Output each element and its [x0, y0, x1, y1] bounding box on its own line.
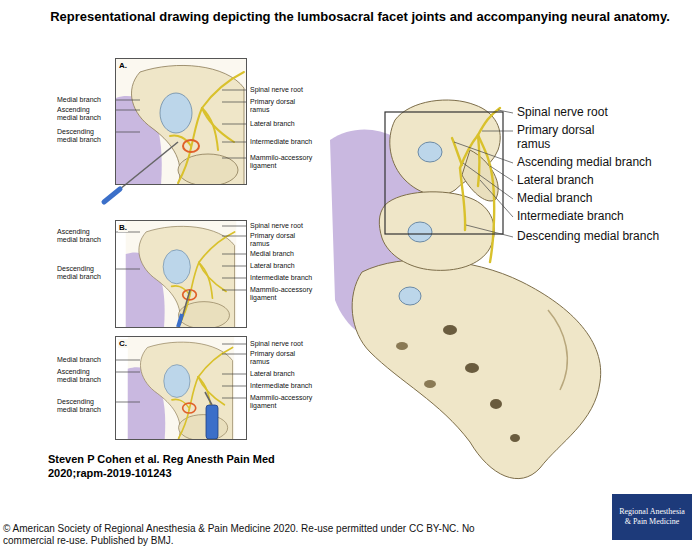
leader-line [116, 132, 140, 133]
leader-line [222, 266, 246, 267]
leader-line [222, 386, 246, 387]
leader-line [116, 110, 140, 111]
panel-label: Ascending medial branch [57, 228, 112, 244]
panel-label: Spinal nerve root [250, 340, 314, 348]
anatomy-label: Intermediate branch [517, 209, 667, 223]
leader-line [116, 402, 140, 403]
panel-letter: C. [118, 339, 128, 348]
panel-label: Lateral branch [250, 262, 314, 270]
leader-line [116, 360, 140, 361]
panel-label: Descending medial branch [57, 265, 112, 281]
leader-line [222, 124, 246, 125]
anatomy-label: Descending medial branch [517, 229, 687, 243]
leader-line [222, 344, 246, 345]
panel-label: Descending medial branch [57, 398, 112, 414]
leader-line [222, 158, 246, 159]
leader-line [222, 354, 246, 355]
leader-line [222, 102, 246, 103]
anatomy-label: Lateral branch [517, 173, 667, 187]
leader-line [480, 180, 513, 217]
illustration-panel: C. [115, 336, 247, 440]
panel-label: Medial branch [57, 96, 112, 104]
citation: Steven P Cohen et al. Reg Anesth Pain Me… [48, 452, 310, 480]
panel-label: Mammilo-accessory ligament [250, 154, 314, 170]
leader-line [222, 290, 246, 291]
figure-title: Representational drawing depicting the l… [30, 8, 690, 26]
anatomy-label: Spinal nerve root [517, 105, 667, 119]
leader-line [222, 236, 246, 237]
panel-label: Primary dorsal ramus [250, 350, 314, 366]
leader-line [222, 398, 246, 399]
panel-label: Intermediate branch [250, 274, 314, 282]
copyright-footer: © American Society of Regional Anesthesi… [3, 523, 483, 547]
panel-label: Medial branch [250, 250, 314, 258]
leader-line [490, 166, 513, 181]
panel-label: Primary dorsal ramus [250, 98, 314, 114]
panel-letter: B. [118, 223, 128, 232]
panel-label: Spinal nerve root [250, 86, 314, 94]
logo-text: Regional Anesthesia & Pain Medicine [616, 507, 688, 527]
panel-label: Lateral branch [250, 370, 314, 378]
leader-line [116, 269, 140, 270]
panel-label: Descending medial branch [57, 128, 112, 144]
anatomy-label: Ascending medial branch [517, 155, 677, 169]
leader-line [116, 372, 140, 373]
panel-label: Medial branch [57, 356, 112, 364]
panel-label: Intermediate branch [250, 382, 314, 390]
leader-line [466, 225, 513, 237]
leader-line [222, 226, 246, 227]
panel-label: Mammilo-accessory ligament [250, 394, 314, 410]
leader-line [463, 163, 513, 199]
leader-line [222, 374, 246, 375]
leader-line [222, 278, 246, 279]
panel-label: Intermediate branch [250, 138, 314, 146]
leader-line [222, 254, 246, 255]
panel-label: Ascending medial branch [57, 368, 112, 384]
leader-line [482, 131, 513, 132]
journal-logo: Regional Anesthesia & Pain Medicine [612, 494, 692, 540]
panel-label: Mammilo-accessory ligament [250, 286, 314, 302]
leader-line [498, 110, 513, 113]
leader-line [222, 142, 246, 143]
panel-letter: A. [118, 61, 128, 70]
anatomy-label: Medial branch [517, 191, 667, 205]
panel-label: Lateral branch [250, 120, 314, 128]
panel-label: Primary dorsal ramus [250, 232, 314, 248]
leader-line [222, 90, 246, 91]
anatomy-label: Primary dorsal ramus [517, 123, 597, 151]
panel-label: Spinal nerve root [250, 222, 314, 230]
leader-line [454, 142, 513, 163]
leader-line [116, 100, 140, 101]
panel-label: Ascending medial branch [57, 106, 112, 122]
illustration-panel: A. [115, 58, 247, 185]
illustration-panel: B. [115, 220, 247, 328]
